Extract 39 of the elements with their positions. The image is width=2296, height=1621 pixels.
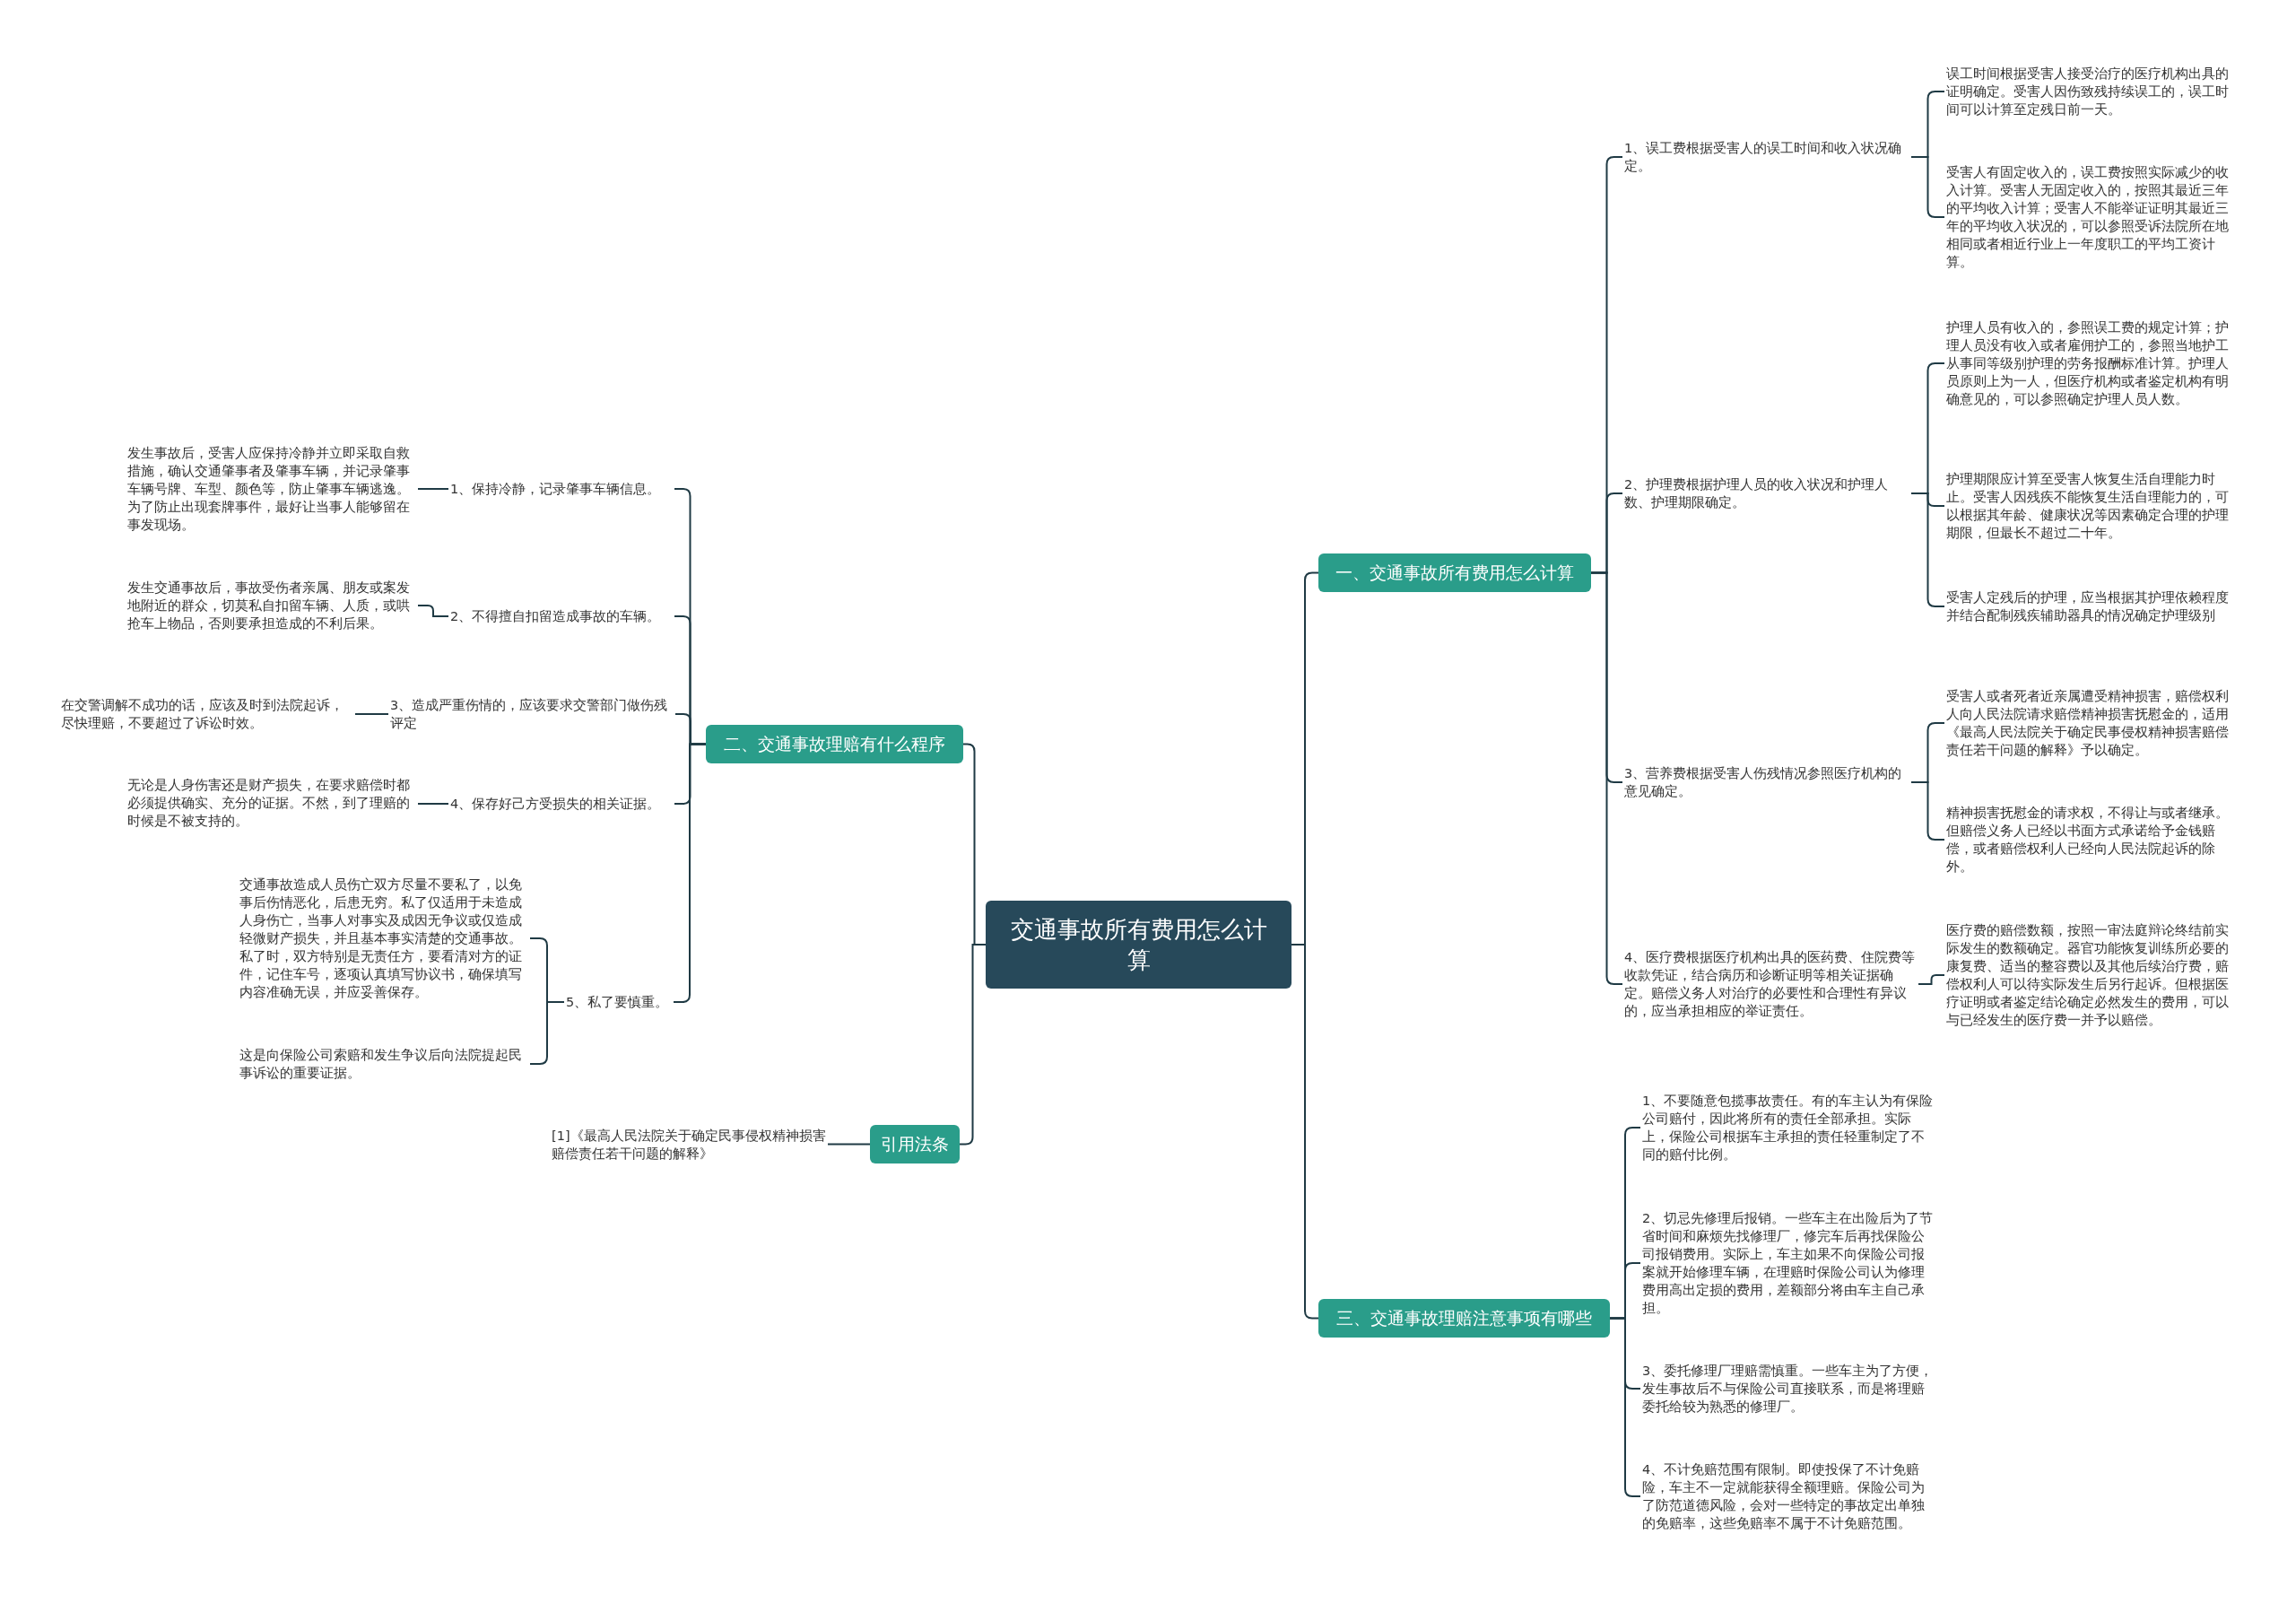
topic-text: 受害人或者死者近亲属遭受精神损害，赔偿权利人向人民法院请求赔偿精神损害抚慰金的，适用《最高人民法院关于确定民事侵权精神损害赔偿责任若干问题的解释》予以确定。 — [1944, 687, 2240, 759]
topic-text: 交通事故造成人员伤亡双方尽量不要私了，以免事后伤情恶化，后患无穷。私了仅适用于未造成人身伤亡，当事人对事实及成因无争议或仅造成轻微财产损失，并且基本事实清楚的交通事故。私了时，双方特别是无责任方，要看清对方的证件，记住车号，逐项认真填写协议书，确保填写内容准确无误，并应妥善保存。 — [238, 876, 530, 1001]
topic-text: [1]《最高人民法院关于确定民事侵权精神损害赔偿责任若干问题的解释》 — [550, 1127, 828, 1163]
topic-text: 误工时间根据受害人接受治疗的医疗机构出具的证明确定。受害人因伤致残持续误工的，误工时间可以计算至定残日前一天。 — [1944, 65, 2240, 118]
branch-topic: 引用法条 — [870, 1125, 960, 1163]
branch-topic: 二、交通事故理赔有什么程序 — [706, 725, 963, 763]
topic-text: 护理人员有收入的，参照误工费的规定计算；护理人员没有收入或者雇佣护工的，参照当地护工从事同等级别护理的劳务报酬标准计算。护理人员原则上为一人，但医疗机构或者鉴定机构有明确意见的，可以参照确定护理人员人数。 — [1944, 318, 2240, 408]
topic-text: 5、私了要慎重。 — [564, 993, 674, 1011]
topic-text: 3、造成严重伤情的，应该要求交警部门做伤残评定 — [388, 696, 675, 732]
branch-topic: 一、交通事故所有费用怎么计算 — [1318, 553, 1591, 592]
topic-text: 4、保存好己方受损失的相关证据。 — [448, 795, 674, 813]
topic-text: 发生事故后，受害人应保持冷静并立即采取自救措施，确认交通肇事者及肇事车辆，并记录肇事车辆号牌、车型、颜色等，防止肇事车辆逃逸。为了防止出现套牌事件，最好让当事人能够留在事发现场。 — [126, 444, 418, 534]
central-topic: 交通事故所有费用怎么计算 — [986, 901, 1292, 989]
connector-line — [417, 605, 449, 617]
connector-line — [417, 803, 449, 805]
topic-text: 在交警调解不成功的话，应该及时到法院起诉，尽快理赔，不要超过了诉讼时效。 — [59, 696, 355, 732]
topic-text: 2、不得擅自扣留造成事故的车辆。 — [448, 607, 674, 625]
topic-text: 精神损害抚慰金的请求权，不得让与或者继承。但赔偿义务人已经以书面方式承诺给予金钱赔偿，或者赔偿权利人已经向人民法院起诉的除外。 — [1944, 804, 2240, 876]
connector-line — [827, 1143, 871, 1146]
topic-text: 4、医疗费根据医疗机构出具的医药费、住院费等收款凭证，结合病历和诊断证明等相关证据确定。赔偿义务人对治疗的必要性和合理性有异议的，应当承担相应的举证责任。 — [1622, 948, 1918, 1020]
topic-text: 3、委托修理厂理赔需慎重。一些车主为了方便，发生事故后不与保险公司直接联系，而是将理赔委托给较为熟悉的修理厂。 — [1640, 1362, 1936, 1416]
topic-text: 1、误工费根据受害人的误工时间和收入状况确定。 — [1622, 139, 1911, 175]
topic-text: 医疗费的赔偿数额，按照一审法庭辩论终结前实际发生的数额确定。器官功能恢复训练所必要的康复费、适当的整容费以及其他后续治疗费，赔偿权利人可以待实际发生后另行起诉。但根据医疗证明或者鉴定结论确定必然发生的费用，可以与已经发生的医疗费一并予以赔偿。 — [1944, 921, 2240, 1029]
topic-text: 受害人定残后的护理，应当根据其护理依赖程度并结合配制残疾辅助器具的情况确定护理级别 — [1944, 588, 2240, 624]
connector-line — [417, 488, 449, 490]
topic-text: 无论是人身伤害还是财产损失，在要求赔偿时都必须提供确实、充分的证据。不然，到了理赔的时候是不被支持的。 — [126, 776, 418, 830]
topic-text: 1、保持冷静，记录肇事车辆信息。 — [448, 480, 674, 498]
topic-text: 2、护理费根据护理人员的收入状况和护理人数、护理期限确定。 — [1622, 475, 1911, 511]
topic-text: 护理期限应计算至受害人恢复生活自理能力时止。受害人因残疾不能恢复生活自理能力的，可以根据其年龄、健康状况等因素确定合理的护理期限，但最长不超过二十年。 — [1944, 470, 2240, 542]
topic-text: 发生交通事故后，事故受伤者亲属、朋友或案发地附近的群众，切莫私自扣留车辆、人质，或哄抢车上物品，否则要承担造成的不利后果。 — [126, 579, 418, 632]
topic-text: 4、不计免赔范围有限制。即使投保了不计免赔险，车主不一定就能获得全额理赔。保险公司为了防范道德风险，会对一些特定的事故定出单独的免赔率，这些免赔率不属于不计免赔范围。 — [1640, 1460, 1936, 1532]
topic-text: 2、切忌先修理后报销。一些车主在出险后为了节省时间和麻烦先找修理厂，修完车后再找保险公司报销费用。实际上，车主如果不向保险公司报案就开始修理车辆，在理赔时保险公司认为修理费用高出定损的费用，差额部分将由车主自己承担。 — [1640, 1209, 1936, 1317]
topic-text: 1、不要随意包揽事故责任。有的车主认为有保险公司赔付，因此将所有的责任全部承担。实际上，保险公司根据车主承担的责任轻重制定了不同的赔付比例。 — [1640, 1092, 1936, 1163]
connector-line — [354, 713, 389, 715]
topic-text: 受害人有固定收入的，误工费按照实际减少的收入计算。受害人无固定收入的，按照其最近三年的平均收入计算；受害人不能举证证明其最近三年的平均收入状况的，可以参照受诉法院所在地相同或者相近行业上一年度职工的平均工资计算。 — [1944, 163, 2240, 271]
topic-text: 3、营养费根据受害人伤残情况参照医疗机构的意见确定。 — [1622, 764, 1911, 800]
branch-topic: 三、交通事故理赔注意事项有哪些 — [1318, 1299, 1610, 1338]
topic-text: 这是向保险公司索赔和发生争议后向法院提起民事诉讼的重要证据。 — [238, 1046, 530, 1082]
connector-line — [1918, 974, 1945, 985]
